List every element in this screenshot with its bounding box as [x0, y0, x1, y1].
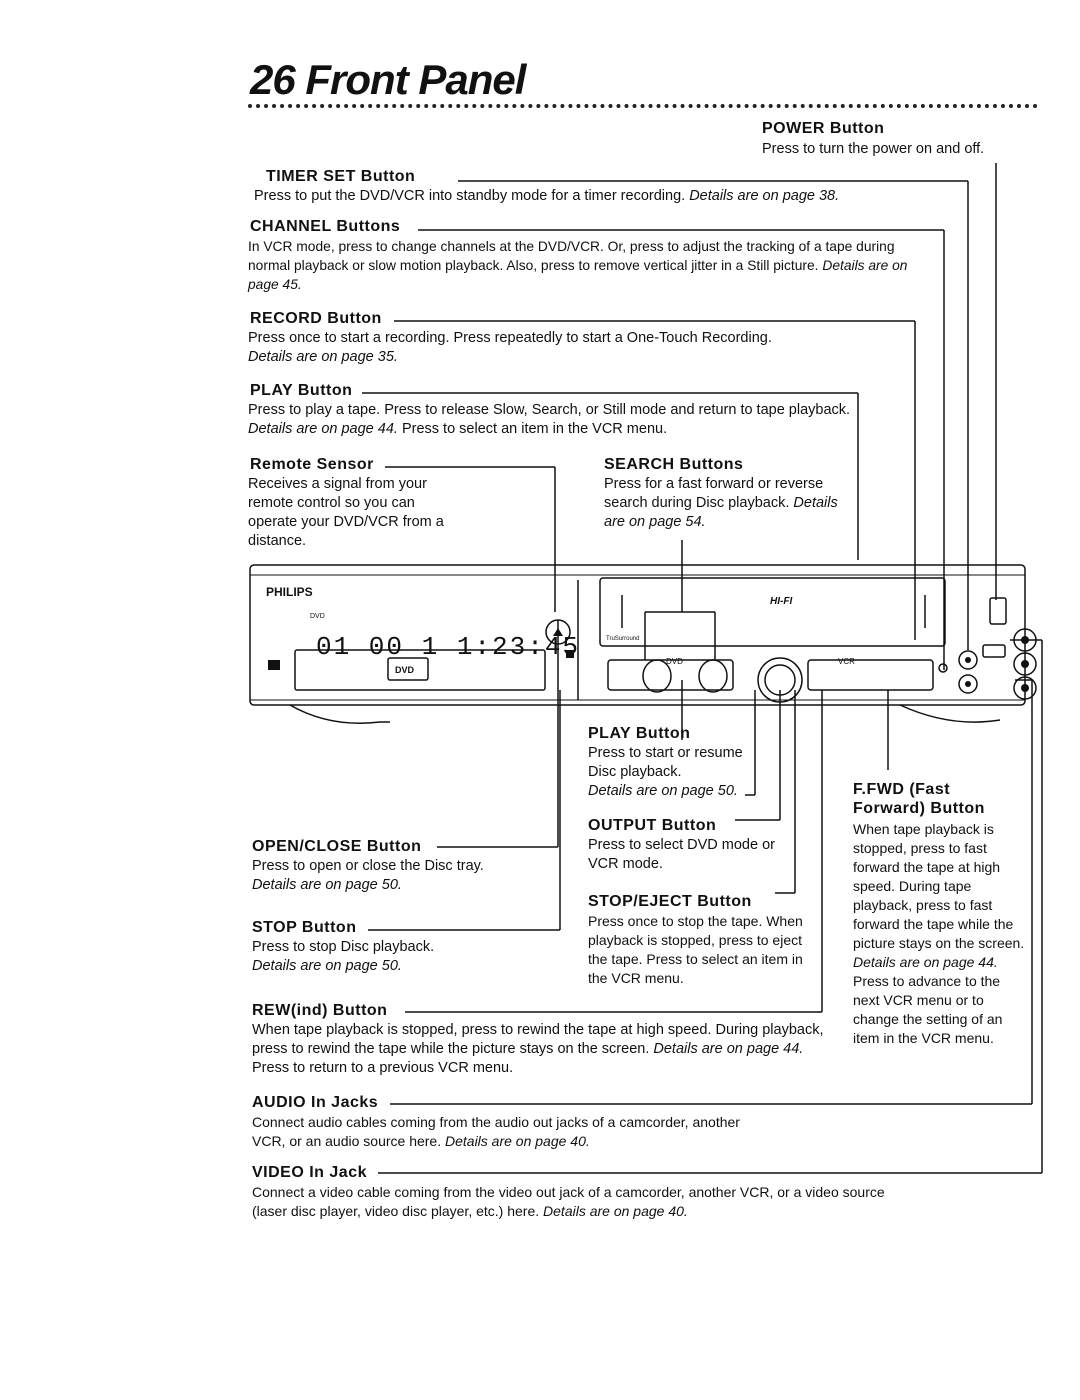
rewind-heading: REW(ind) Button — [252, 1002, 388, 1019]
hifi-badge: HI-FI — [770, 596, 792, 607]
record-heading: RECORD Button — [250, 310, 382, 327]
stop-eject-heading: STOP/EJECT Button — [588, 893, 752, 910]
page-number: 26 — [250, 56, 296, 103]
record-text: Press once to start a recording. Press r… — [248, 330, 772, 346]
open-close-text: Press to open or close the Disc tray. — [252, 858, 484, 874]
stop-body: Press to stop Disc playback. Details are … — [252, 938, 552, 976]
search-ref: Details are on page 54. — [604, 495, 838, 530]
remote-sensor-heading: Remote Sensor — [250, 456, 374, 473]
display-small-label: DVD — [310, 613, 325, 620]
channel-ref: Details are on page 45. — [248, 258, 908, 292]
ffwd-text2: Press to advance to the next VCR menu or… — [853, 973, 1003, 1046]
channel-body: In VCR mode, press to change channels at… — [248, 237, 924, 294]
video-in-body: Connect a video cable coming from the vi… — [252, 1183, 902, 1221]
stop-heading: STOP Button — [252, 919, 357, 936]
output-heading: OUTPUT Button — [588, 817, 717, 834]
play-vcr-body: Press to play a tape. Press to release S… — [248, 401, 853, 439]
remote-sensor-body: Receives a signal from your remote contr… — [248, 476, 444, 549]
video-in-ref: Details are on page 40. — [543, 1203, 688, 1219]
surround-badge: TruSurround — [606, 636, 639, 642]
rewind-ref: Details are on page 44. — [653, 1041, 804, 1057]
play-dvd-ref: Details are on page 50. — [588, 783, 738, 799]
dvd-badge: DVD — [395, 665, 415, 675]
video-in-text: Connect a video cable coming from the vi… — [252, 1184, 885, 1219]
output-body: Press to select DVD mode or VCR mode. — [588, 837, 775, 872]
stop-ref: Details are on page 50. — [252, 958, 402, 974]
page-title: 26 Front Panel — [250, 56, 526, 104]
open-close-ref: Details are on page 50. — [252, 877, 402, 893]
stop-eject-body: Press once to stop the tape. When playba… — [588, 913, 803, 986]
rewind-body: When tape playback is stopped, press to … — [252, 1021, 832, 1078]
ffwd-body: When tape playback is stopped, press to … — [853, 820, 1025, 1048]
search-body: Press for a fast forward or reverse sear… — [604, 475, 849, 532]
play-dvd-body: Press to start or resume Disc playback. D… — [588, 744, 756, 801]
open-close-body: Press to open or close the Disc tray. Det… — [252, 857, 552, 895]
brand-logo-text: PHILIPS — [266, 585, 313, 599]
title-dotted-rule — [248, 104, 1038, 108]
audio-in-body: Connect audio cables coming from the aud… — [252, 1113, 742, 1151]
ffwd-ref: Details are on page 44. — [853, 954, 998, 970]
power-body: Press to turn the power on and off. — [762, 141, 985, 157]
open-close-heading: OPEN/CLOSE Button — [252, 838, 422, 855]
timer-set-heading: TIMER SET Button — [266, 168, 416, 185]
record-body: Press once to start a recording. Press r… — [248, 329, 888, 367]
play-dvd-text: Press to start or resume Disc playback. — [588, 745, 743, 780]
audio-in-heading: AUDIO In Jacks — [252, 1094, 379, 1111]
display-readout: 01 00 1 1:23:45 — [316, 632, 580, 662]
audio-in-ref: Details are on page 40. — [445, 1133, 590, 1149]
ffwd-text: When tape playback is stopped, press to … — [853, 821, 1025, 951]
play-vcr-ref: Details are on page 44. — [248, 421, 398, 437]
power-heading: POWER Button — [762, 120, 885, 137]
page-title-text: Front Panel — [305, 56, 526, 103]
timer-set-text: Press to put the DVD/VCR into standby mo… — [254, 188, 686, 204]
rewind-text2: Press to return to a previous VCR menu. — [252, 1060, 514, 1076]
timer-set-body: Press to put the DVD/VCR into standby mo… — [254, 187, 974, 206]
channel-text: In VCR mode, press to change channels at… — [248, 239, 895, 273]
dvd-section-label: DVD — [666, 657, 683, 666]
channel-heading: CHANNEL Buttons — [250, 218, 401, 235]
record-ref: Details are on page 35. — [248, 349, 398, 365]
play-vcr-text: Press to play a tape. Press to release S… — [248, 402, 851, 418]
search-heading: SEARCH Buttons — [604, 456, 744, 473]
play-vcr-heading: PLAY Button — [250, 382, 353, 399]
rewind-text: When tape playback is stopped, press to … — [252, 1022, 824, 1057]
play-dvd-heading: PLAY Button — [588, 725, 691, 742]
stop-text: Press to stop Disc playback. — [252, 939, 435, 955]
timer-set-ref: Details are on page 38. — [689, 188, 840, 204]
audio-in-text: Connect audio cables coming from the aud… — [252, 1114, 740, 1149]
play-vcr-text2: Press to select an item in the VCR menu. — [401, 421, 668, 437]
video-in-heading: VIDEO In Jack — [252, 1164, 367, 1181]
ffwd-heading: F.FWD (Fast Forward) Button — [853, 781, 985, 817]
vcr-section-label: VCR — [838, 657, 855, 666]
search-text: Press for a fast forward or reverse sear… — [604, 476, 824, 511]
